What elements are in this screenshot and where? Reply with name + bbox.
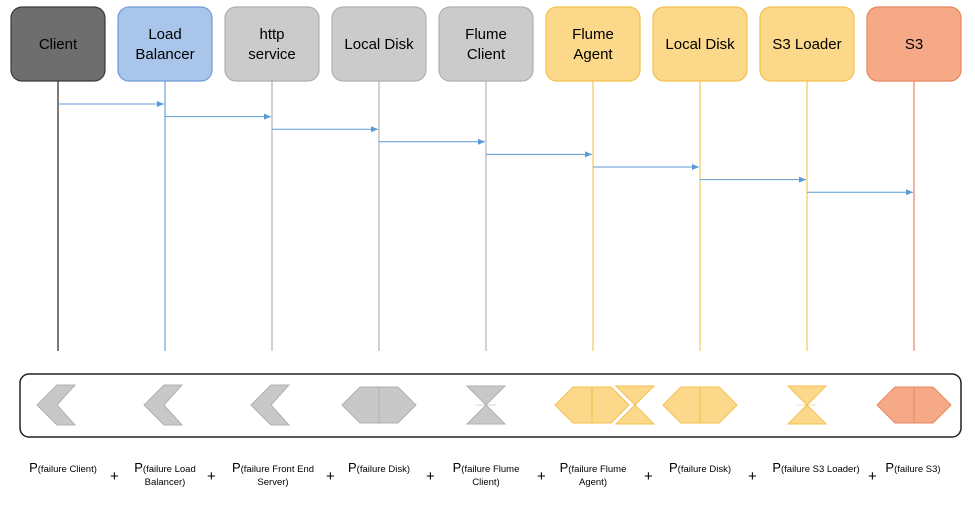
component-box-shape [652,6,748,82]
probability-symbol: P [452,460,462,475]
probability-subscript: (failure Disk) [356,464,410,475]
probability-subscript: (failure Disk) [677,464,731,475]
hexagon-hourglass-icon [554,385,656,425]
probability-term: P(failure Disk) [640,461,760,476]
probability-symbol: P [772,460,781,475]
component-box-shape [331,6,427,82]
component-label: http [259,26,284,43]
plus-sign: + [207,468,216,485]
hexagon-icon [662,386,738,424]
component-label: Balancer [135,46,194,63]
component-label: S3 Loader [772,36,841,53]
probability-subscript-line2: Server) [257,477,289,488]
probability-subscript-line2: Client) [472,477,500,488]
probability-symbol: P [348,460,357,475]
plus-sign: + [426,468,435,485]
plus-sign: + [748,468,757,485]
component-box: S3 Loader [759,6,855,82]
probability-symbol: P [29,460,38,475]
failure-shapes [36,384,952,426]
probability-subscript-line2: Balancer) [144,477,186,488]
probability-subscript: (failure Load [142,464,196,475]
probability-subscript: (failure Client) [37,464,97,475]
hourglass-icon [465,385,507,425]
component-box: http service [224,6,320,82]
chevron-left-icon [250,384,291,426]
probability-subscript: (failure Flume [568,464,627,475]
component-box-shape [117,6,213,82]
probability-subscript: (failure Flume [461,464,520,475]
probability-symbol: P [231,460,241,475]
component-label: Load [148,26,181,43]
plus-sign: + [326,468,335,485]
hexagon-icon [341,386,417,424]
probability-term: P(failure Disk) [319,461,439,476]
hexagon-icon [876,386,952,424]
probability-term: P(failure Client) [3,461,123,476]
plus-sign: + [110,468,119,485]
component-box-shape [10,6,106,82]
chevron-left-icon [143,384,184,426]
component-label: Local Disk [665,36,735,53]
probability-symbol: P [885,460,895,475]
component-label: Agent [573,46,613,63]
component-label: service [248,46,296,63]
component-label: S3 [905,36,923,53]
component-label: Client [39,36,78,53]
message-arrows [58,101,913,196]
component-box-shape [438,6,534,82]
component-label: Flume [572,26,614,43]
probability-term: P(failure S3 Loader) [756,461,876,476]
probability-subscript: (failure S3) [894,464,941,475]
hourglass-icon [786,385,828,425]
component-label: Flume [465,26,507,43]
component-box-shape [545,6,641,82]
probability-term: P(failure S3) [853,461,973,476]
plus-sign: + [537,468,546,485]
lifelines [57,81,915,351]
plus-sign: + [644,468,653,485]
probability-subscript-line2: Agent) [579,477,607,488]
plus-sign: + [868,468,877,485]
component-label: Local Disk [344,36,414,53]
component-box: S3 [866,6,962,82]
failure-panel [19,373,962,438]
component-box-shape [866,6,962,82]
probability-symbol: P [559,460,569,475]
component-box: Local Disk [652,6,748,82]
component-box-shape [224,6,320,82]
probability-subscript: (failure S3 Loader) [780,464,860,475]
component-label: Client [467,46,506,63]
component-box: Client [10,6,106,82]
component-box-shape [759,6,855,82]
probability-symbol: P [669,460,678,475]
chevron-left-icon [36,384,77,426]
probability-subscript: (failure Front End [240,464,315,475]
probability-symbol: P [134,460,143,475]
component-box: Local Disk [331,6,427,82]
